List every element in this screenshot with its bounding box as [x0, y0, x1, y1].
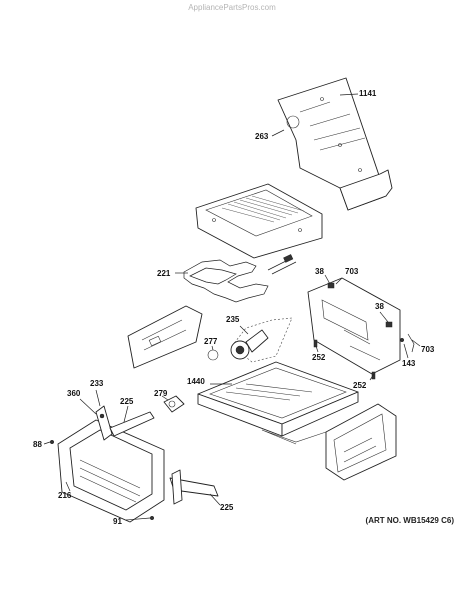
callout-703-b: 703 [421, 345, 435, 354]
rear-corner-panel [325, 403, 397, 481]
callout-38-a: 38 [315, 267, 324, 276]
rear-insulation-blanket [277, 77, 393, 211]
cavity-back-panel [195, 183, 323, 259]
callout-38-b: 38 [375, 302, 384, 311]
front-frame-hinges [49, 395, 219, 523]
oven-cavity-bottom [197, 361, 359, 445]
callout-360: 360 [67, 389, 81, 398]
callout-143: 143 [402, 359, 416, 368]
callout-252-a: 252 [312, 353, 326, 362]
art-number: (ART NO. WB15429 C6) [365, 516, 454, 525]
callout-91: 91 [113, 517, 122, 526]
callout-1440: 1440 [187, 377, 205, 386]
callout-225-a: 225 [120, 397, 134, 406]
callout-216: 216 [58, 491, 72, 500]
callout-221: 221 [157, 269, 171, 278]
leader-lines [43, 93, 421, 521]
callout-1141: 1141 [359, 89, 377, 98]
callout-252-b: 252 [353, 381, 367, 390]
left-side-panel [127, 305, 203, 369]
callout-263: 263 [255, 132, 269, 141]
right-side-panel [307, 277, 415, 380]
callout-88: 88 [33, 440, 42, 449]
callout-235: 235 [226, 315, 240, 324]
callout-277: 277 [204, 337, 218, 346]
watermark-text: AppliancePartsPros.com [188, 3, 276, 12]
convection-fan-motor [207, 317, 293, 363]
heating-element [183, 254, 297, 303]
callout-279: 279 [154, 389, 168, 398]
callout-233: 233 [90, 379, 104, 388]
callout-225-b: 225 [220, 503, 234, 512]
callout-703-a: 703 [345, 267, 359, 276]
callout-labels: 1141 263 221 38 703 38 235 277 252 143 7… [33, 89, 435, 526]
